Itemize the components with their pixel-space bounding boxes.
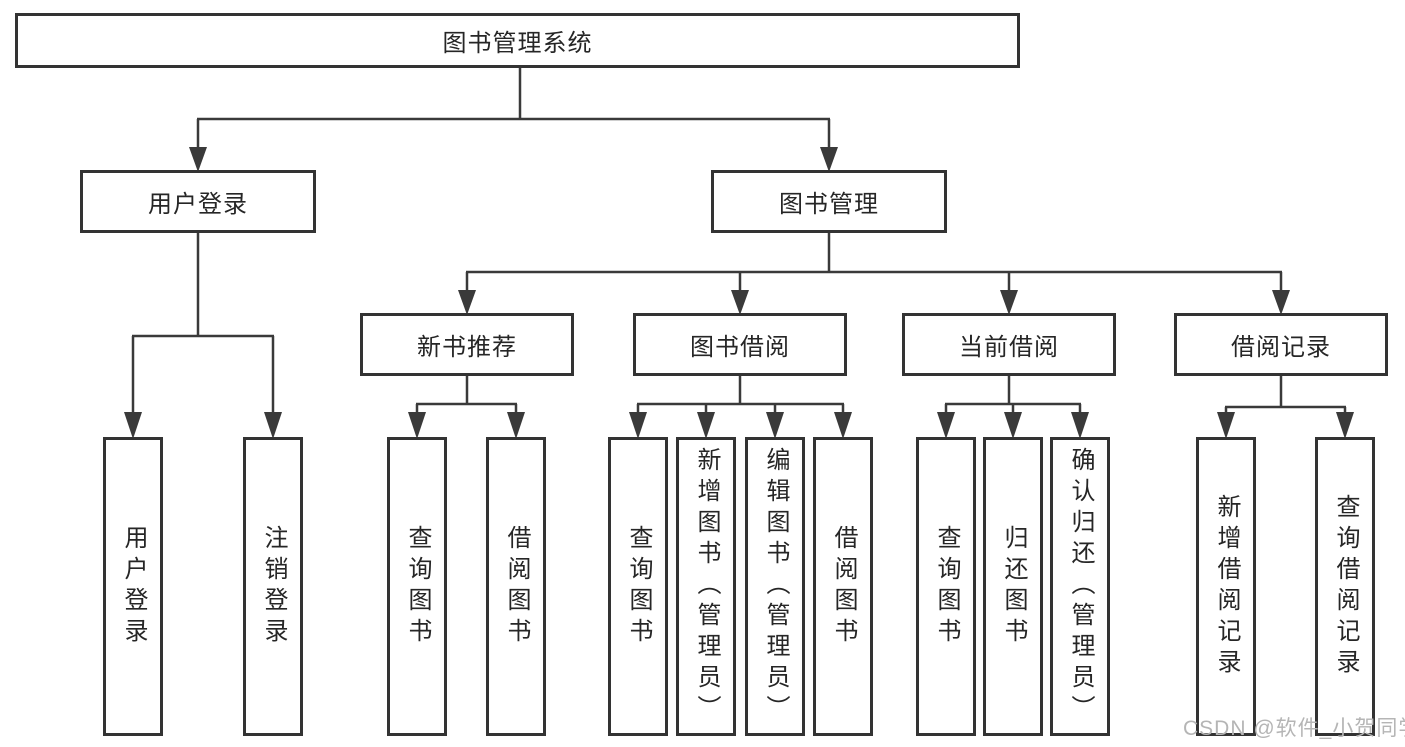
connector-current-borrow	[944, 376, 1082, 413]
watermark-text: CSDN @软件_小贺同学	[1183, 717, 1405, 740]
node-user-login: 用户登录	[80, 170, 316, 233]
leaf-query-books-recommend: 查询图书	[387, 437, 447, 736]
leaf-query-books-borrow: 查询图书	[608, 437, 668, 736]
leaf-user-login: 用户登录	[103, 437, 163, 736]
node-book-management: 图书管理	[711, 170, 947, 233]
leaf-query-books-recommend-label: 查询图书	[404, 524, 431, 649]
node-book-borrow-label: 图书借阅	[690, 334, 790, 361]
node-user-login-label: 用户登录	[148, 191, 248, 218]
node-borrow-records-label: 借阅记录	[1231, 334, 1331, 361]
leaf-add-books-admin-label: 新增图书（管理员）	[693, 447, 720, 726]
leaf-return-books: 归还图书	[983, 437, 1043, 736]
leaf-query-borrow-record-label: 查询借阅记录	[1332, 493, 1359, 680]
leaf-edit-books-admin-label: 编辑图书（管理员）	[762, 447, 789, 726]
leaf-query-books-current-label: 查询图书	[933, 524, 960, 649]
leaf-add-books-admin: 新增图书（管理员）	[676, 437, 736, 736]
node-borrow-records: 借阅记录	[1174, 313, 1388, 376]
node-current-borrow-label: 当前借阅	[959, 334, 1059, 361]
leaf-query-books-current: 查询图书	[916, 437, 976, 736]
leaf-user-login-label: 用户登录	[120, 524, 147, 649]
node-new-book-recommend: 新书推荐	[360, 313, 574, 376]
arrowheads	[124, 147, 1354, 439]
leaf-confirm-return-admin: 确认归还（管理员）	[1050, 437, 1110, 736]
leaf-edit-books-admin: 编辑图书（管理员）	[745, 437, 805, 736]
node-book-management-label: 图书管理	[779, 191, 879, 218]
leaf-borrow-books-recommend: 借阅图书	[486, 437, 546, 736]
leaf-add-borrow-record-label: 新增借阅记录	[1213, 493, 1240, 680]
leaf-logout: 注销登录	[243, 437, 303, 736]
connector-book-management	[465, 233, 1283, 292]
node-root-label: 图书管理系统	[442, 30, 593, 57]
connector-root	[196, 68, 831, 150]
node-current-borrow: 当前借阅	[902, 313, 1116, 376]
leaf-borrow-books: 借阅图书	[813, 437, 873, 736]
leaf-query-borrow-record: 查询借阅记录	[1315, 437, 1375, 736]
leaf-query-books-borrow-label: 查询图书	[625, 524, 652, 649]
leaf-logout-label: 注销登录	[260, 524, 287, 649]
connector-new-book-recommend	[415, 376, 518, 413]
leaf-add-borrow-record: 新增借阅记录	[1196, 437, 1256, 736]
node-new-book-recommend-label: 新书推荐	[417, 334, 517, 361]
connector-borrow-records	[1224, 376, 1347, 413]
connector-user-login	[131, 233, 275, 414]
node-root: 图书管理系统	[15, 13, 1020, 68]
connector-book-borrow	[636, 376, 845, 413]
leaf-borrow-books-label: 借阅图书	[830, 524, 857, 649]
leaf-return-books-label: 归还图书	[1000, 524, 1027, 649]
leaf-confirm-return-admin-label: 确认归还（管理员）	[1067, 447, 1094, 726]
node-book-borrow: 图书借阅	[633, 313, 847, 376]
leaf-borrow-books-recommend-label: 借阅图书	[503, 524, 530, 649]
